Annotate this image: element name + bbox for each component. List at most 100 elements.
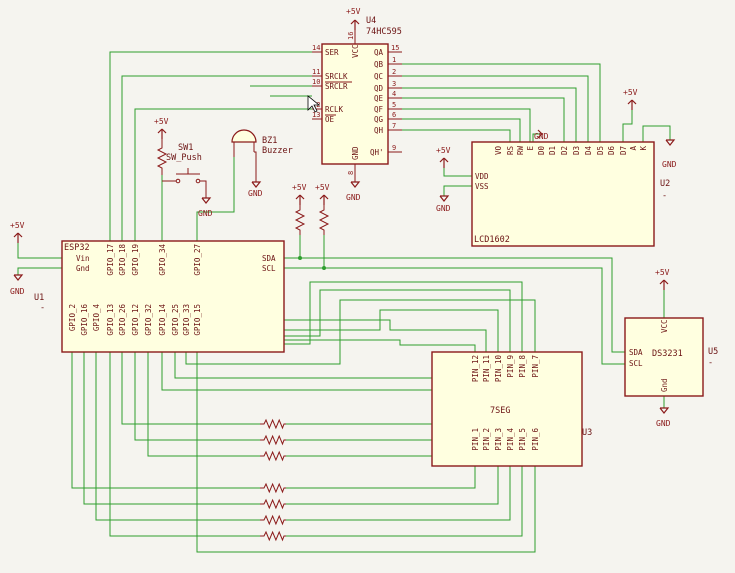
series-resistor <box>260 514 286 526</box>
rtc-pin-gnd: Gnd <box>660 378 669 392</box>
series-resistor-bank <box>260 418 286 542</box>
seg-pin-pin-9: PIN_9 <box>506 355 515 378</box>
gnd-symbol-buzzer: GND <box>248 181 263 198</box>
esp32-pin-gpio-14: GPIO_14 <box>158 304 167 336</box>
gnd-symbol-rtc: GND <box>656 407 671 428</box>
esp32-pin-gpio-16: GPIO_16 <box>80 304 89 336</box>
gnd-symbol-backlight: GND <box>662 139 677 169</box>
vcc-symbol-sw: +5V <box>154 117 169 139</box>
u4-num-15: 15 <box>391 44 399 52</box>
u4-pin-oe: OE <box>325 115 335 124</box>
u4-pin-qh-prime: QH' <box>370 148 384 157</box>
lcd-pin-vo: VO <box>494 146 503 156</box>
seg-pin-pin-11: PIN_11 <box>482 355 491 382</box>
bz-ref: BZ1 <box>262 136 277 146</box>
lcd-pin-vdd: VDD <box>475 172 489 181</box>
rtc-ref: U5 <box>708 347 718 357</box>
gnd-label-lcd-vss: GND <box>436 204 451 213</box>
gnd-label-sw: GND <box>198 209 213 218</box>
gnd-symbol-lcd-vss: GND <box>436 195 451 213</box>
lcd-pin-rw: RW <box>516 146 525 156</box>
vcc-label-pullup2: +5V <box>315 183 330 192</box>
seg-pin-pin-10: PIN_10 <box>494 355 503 383</box>
vcc-label-lcd: +5V <box>436 146 451 155</box>
esp32-pin-gpio-13: GPIO_13 <box>106 304 115 336</box>
u4-num-3: 3 <box>392 80 396 88</box>
gnd-label-u4: GND <box>346 193 361 202</box>
u4-value: 74HC595 <box>366 27 402 37</box>
gnd-label-rtc: GND <box>656 419 671 428</box>
series-resistor <box>260 434 286 446</box>
vcc-label-backlight: +5V <box>623 88 638 97</box>
buzzer-icon <box>231 129 257 143</box>
esp32-pin-gpio-4: GPIO_4 <box>92 304 101 332</box>
rtc-ref-suffix: - <box>708 358 713 368</box>
u4-num-11: 11 <box>312 68 320 76</box>
vcc-label-u4: +5V <box>346 7 361 16</box>
push-switch-sw1: SW1 SW_Push <box>156 139 207 198</box>
rtc-label: DS3231 <box>652 349 683 359</box>
lcd-pin-d6: D6 <box>607 146 616 156</box>
esp32-pin-gnd: Gnd <box>76 264 90 273</box>
lcd-pin-a: A <box>629 146 638 151</box>
lcd-pin-d4: D4 <box>584 146 593 156</box>
lcd-pin-d2: D2 <box>560 146 569 155</box>
vcc-symbol-backlight: +5V <box>623 88 638 110</box>
seg-pin-pin-2: PIN_2 <box>482 428 491 451</box>
u4-body <box>321 43 389 165</box>
lcd-pin-d3: D3 <box>572 146 581 155</box>
u4-pin-srclr: SRCLR <box>325 82 348 91</box>
shift-register-u4: U4 74HC595 VCC 16 SER SRCLK SRCLR RCLK O… <box>312 16 402 182</box>
u4-pin-srclk: SRCLK <box>325 72 348 81</box>
u4-num-5: 5 <box>392 101 396 109</box>
esp32-pin-gpio-12: GPIO_12 <box>131 304 140 336</box>
esp32-pin-gpio-19: GPIO_19 <box>131 244 140 276</box>
gnd-label-backlight: GND <box>662 160 677 169</box>
lcd-pin-d7: D7 <box>619 146 628 155</box>
esp32-ref-suffix: - <box>40 303 45 313</box>
u4-pin-qd: QD <box>374 84 384 93</box>
u4-vcc-num: 16 <box>347 32 355 40</box>
lcd-pin-d0: D0 <box>537 146 546 156</box>
seg-pin-pin-7: PIN_7 <box>531 355 540 378</box>
vcc-symbol-u4: +5V <box>346 7 361 30</box>
esp32-pin-scl: SCL <box>262 264 276 273</box>
u4-num-8: 8 <box>347 171 355 175</box>
mouse-cursor-icon <box>307 95 321 113</box>
esp32-pin-gpio-2: GPIO_2 <box>68 304 77 331</box>
esp32-pin-gpio-34: GPIO_34 <box>158 244 167 276</box>
gnd-label-esp32: GND <box>10 287 25 296</box>
lcd-pin-k: K <box>639 146 648 151</box>
seg-pin-pin-4: PIN_4 <box>506 428 515 451</box>
sw-value: SW_Push <box>166 153 202 163</box>
lcd-label: LCD1602 <box>474 235 510 245</box>
u4-pin-qf: QF <box>374 105 384 114</box>
rtc-pin-vcc: VCC <box>660 319 669 333</box>
esp32-pin-gpio-33: GPIO_33 <box>182 304 191 336</box>
u4-pin-rclk: RCLK <box>325 105 344 114</box>
vcc-symbol-esp32: +5V <box>10 221 25 243</box>
gnd-symbol-esp32: GND <box>10 274 25 296</box>
u4-pin-ser: SER <box>325 48 339 57</box>
rtc-u5: DS3231 U5 - SDA SCL VCC Gnd <box>624 317 718 397</box>
vcc-symbol-lcd: +5V <box>436 146 451 168</box>
u4-num-4: 4 <box>392 90 396 98</box>
u4-num-10: 10 <box>312 78 320 86</box>
u4-ref: U4 <box>366 16 376 26</box>
esp32-pin-gpio-15: GPIO_15 <box>193 304 202 336</box>
lcd-pin-d1: D1 <box>548 146 557 155</box>
gnd-symbol-u4: GND <box>346 181 361 202</box>
u4-num-1: 1 <box>392 56 396 64</box>
u4-num-9: 9 <box>392 144 396 152</box>
vcc-label-pullup1: +5V <box>292 183 307 192</box>
esp32-pin-gpio-26: GPIO_26 <box>118 304 127 336</box>
u4-pin-qa: QA <box>374 48 384 57</box>
series-resistor <box>260 418 286 430</box>
u4-right-pins <box>388 51 402 153</box>
gnd-symbol-sw: GND <box>198 197 213 218</box>
vcc-label-sw: +5V <box>154 117 169 126</box>
series-resistor <box>260 530 286 542</box>
